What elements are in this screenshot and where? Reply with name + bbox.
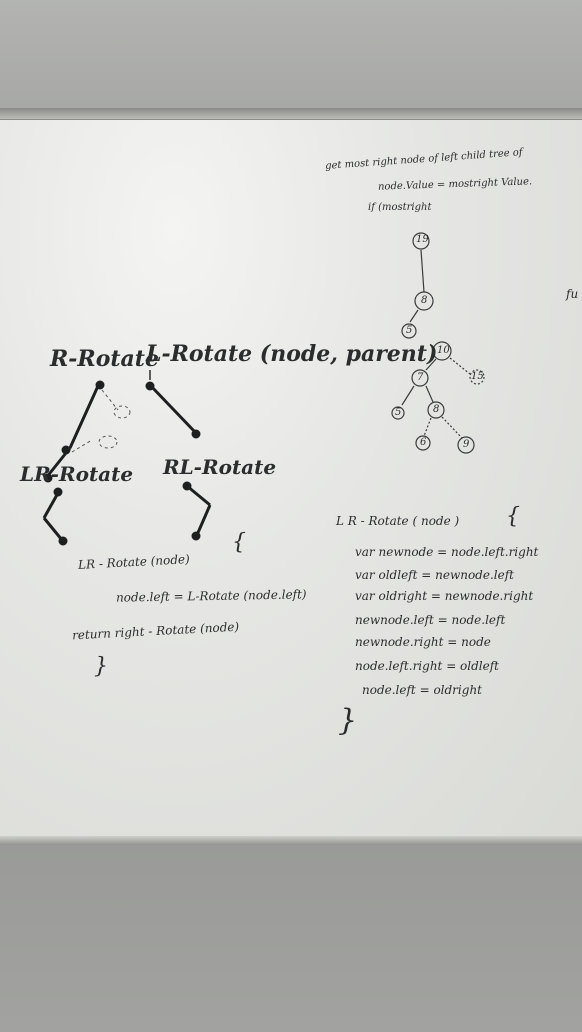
node-label: 9: [463, 439, 470, 450]
r-rotate-dotted: [71, 389, 131, 453]
node-label: 10: [437, 345, 450, 356]
balanced-tree: [391, 341, 485, 454]
node-label: 5: [395, 407, 402, 418]
l-rotate-tree: [145, 381, 201, 439]
code-line: node.left.right = oldleft: [355, 659, 500, 673]
node-label: 15: [471, 371, 484, 382]
heading: L-Rotate (node, parent): [146, 341, 438, 367]
heading: LR-Rotate: [20, 462, 134, 486]
node-label: 8: [421, 295, 428, 306]
note-line: fu: [566, 287, 579, 301]
node-label: 19: [416, 234, 429, 245]
code-brace: }: [94, 654, 108, 679]
whiteboard-frame-top: [0, 108, 582, 122]
code-line: L R - Rotate ( node ): [336, 514, 460, 528]
code-line: node.left = L-Rotate (node.left): [115, 587, 307, 605]
heading: R-Rotate: [50, 346, 159, 372]
code-brace: }: [338, 703, 358, 738]
code-line: newnode.right = node: [355, 635, 491, 649]
node-label: 6: [420, 437, 427, 448]
code-line: newnode.left = node.left: [355, 613, 506, 627]
wall-below-board: [0, 845, 582, 1032]
code-line: var oldleft = newnode.left: [355, 568, 514, 582]
note-line: if (mostright: [368, 202, 432, 213]
code-brace: {: [232, 530, 246, 555]
node-label: 7: [417, 372, 424, 383]
chain-tree: [401, 232, 434, 339]
code-line: var newnode = node.left.right: [355, 545, 539, 559]
lr-rotate-tree: [42, 487, 68, 546]
heading: RL-Rotate: [163, 455, 277, 479]
whiteboard: [0, 120, 582, 848]
rl-rotate-tree: [182, 481, 212, 541]
code-line: var oldright = newnode.right: [355, 589, 534, 603]
r-rotate-tree: [43, 380, 105, 483]
code-brace: {: [506, 504, 520, 529]
node-label: 8: [433, 404, 440, 415]
node-label: 5: [406, 325, 413, 336]
code-line: node.left = oldright: [362, 683, 482, 697]
